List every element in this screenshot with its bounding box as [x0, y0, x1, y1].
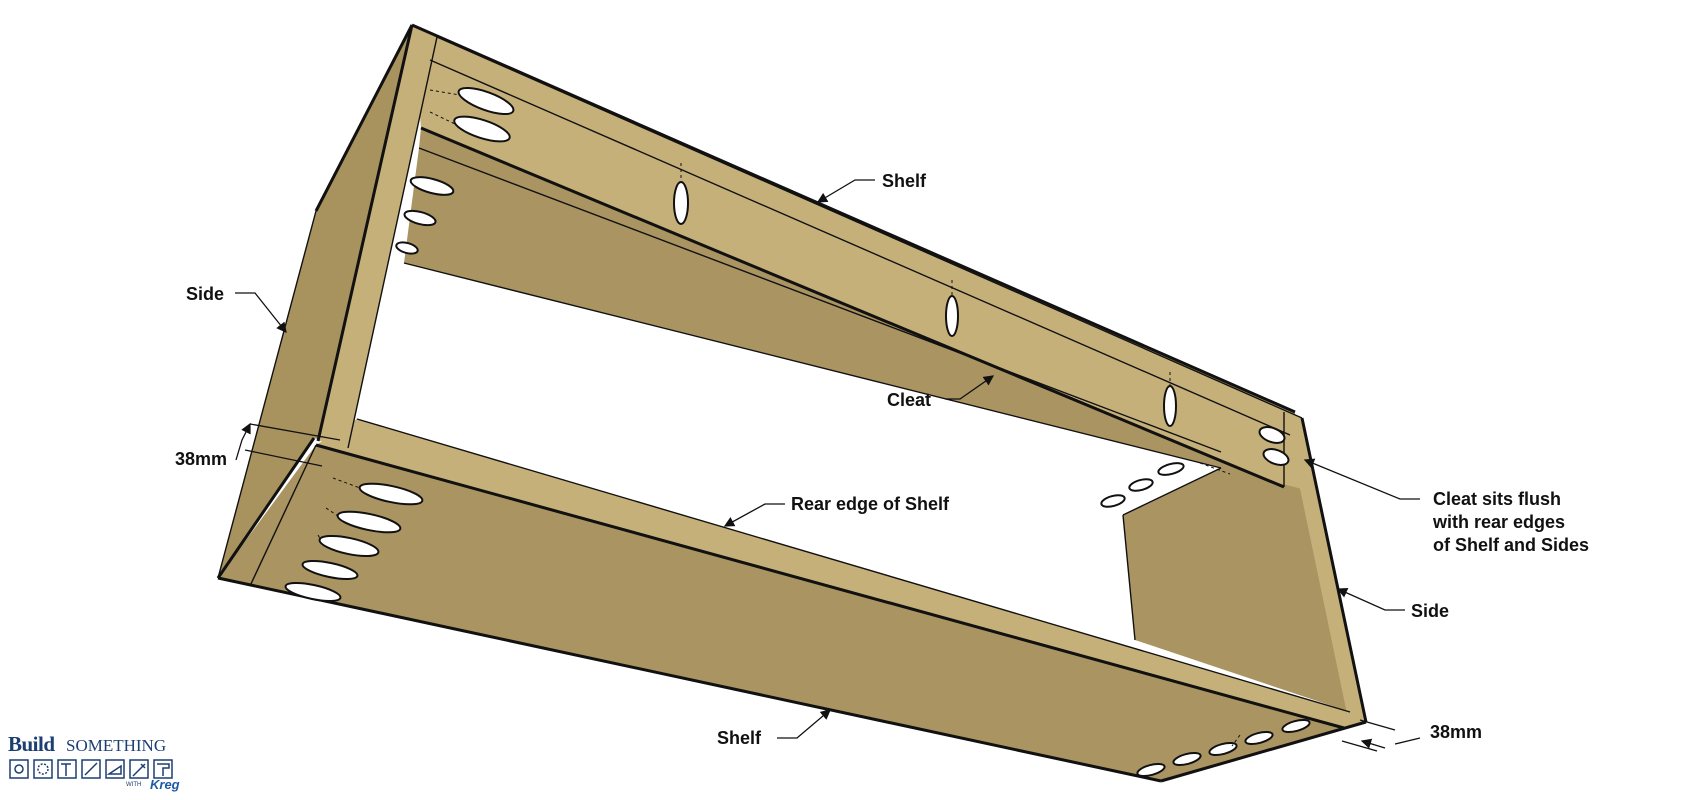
- pocket-hole: [1100, 494, 1126, 508]
- pocket-hole: [409, 176, 455, 196]
- label-shelf-top: Shelf: [882, 171, 927, 191]
- pocket-hole: [945, 295, 959, 337]
- pocket-hole: [1244, 730, 1274, 746]
- label-shelf-bottom: Shelf: [717, 728, 762, 748]
- square-tool-icon: [9, 759, 29, 779]
- pocket-hole: [358, 482, 424, 506]
- edge-lines: [216, 23, 1368, 783]
- pocket-hole: [318, 534, 380, 558]
- pocket-holes: [284, 86, 1311, 778]
- top-shelf-panel: [412, 25, 1302, 489]
- logo-tool-icons: [9, 759, 173, 779]
- cleat-panel: [404, 128, 1284, 492]
- label-dim-left: 38mm: [175, 449, 228, 469]
- hammer-icon: [57, 759, 77, 779]
- pocket-hole: [1128, 478, 1154, 492]
- label-side-left: Side: [186, 284, 225, 304]
- pocket-hole: [1281, 718, 1311, 734]
- right-side-front-edge: [1284, 412, 1366, 728]
- pocket-hole: [301, 560, 359, 580]
- label-dim-right: 38mm: [1430, 722, 1483, 742]
- pocket-hole: [395, 241, 419, 255]
- gear-icon: [33, 759, 53, 779]
- logo-build-text: Build: [8, 732, 55, 756]
- pocket-hole: [1262, 448, 1290, 466]
- leader-lines: [235, 179, 1421, 752]
- logo-kreg-text: Kreg: [150, 777, 180, 792]
- pocket-hole: [1136, 762, 1166, 778]
- bottom-shelf-front-face: [218, 445, 1344, 781]
- pocket-hole: [457, 86, 515, 116]
- roller-icon: [153, 759, 173, 779]
- thin-edge-lines: [217, 36, 1351, 713]
- logo-something-text: SOMETHING: [66, 736, 167, 755]
- pocket-hole-guides: [317, 89, 1241, 747]
- pocket-hole: [1172, 751, 1202, 767]
- right-side-panel: [1123, 468, 1350, 712]
- bottom-shelf-top-face: [316, 419, 1366, 728]
- pocket-hole: [1258, 426, 1286, 444]
- left-side-front-edge: [318, 25, 437, 442]
- pocket-hole: [403, 209, 437, 227]
- label-rear-edge: Rear edge of Shelf: [791, 494, 950, 514]
- saw-icon: [105, 759, 125, 779]
- pocket-hole: [673, 181, 689, 225]
- logo-with-text: WITH: [126, 782, 142, 788]
- pocket-hole: [453, 115, 511, 143]
- label-cleat-note: Cleat sits flush with rear edges of Shel…: [1433, 489, 1590, 555]
- pocket-hole: [1208, 741, 1238, 757]
- label-cleat: Cleat: [887, 390, 932, 410]
- buildsomething-logo: Build SOMETHING WITH Kreg: [8, 732, 198, 794]
- pocket-hole: [1157, 462, 1185, 476]
- label-side-right: Side: [1411, 601, 1450, 621]
- pocket-hole: [284, 582, 342, 602]
- pocket-hole: [1163, 385, 1177, 427]
- wrench-icon: [81, 759, 101, 779]
- brush-icon: [129, 759, 149, 779]
